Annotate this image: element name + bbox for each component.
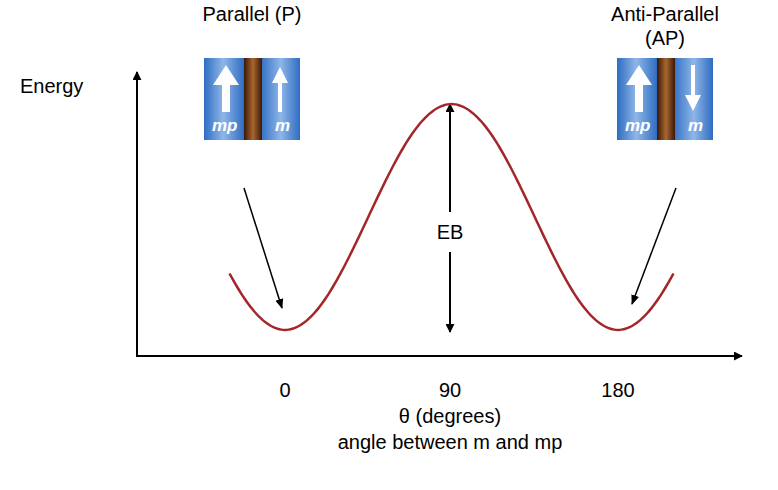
axis-title: θ (degrees) bbox=[399, 404, 501, 428]
magnet-state: Anti-Parallel (AP) mp m bbox=[590, 2, 740, 142]
moment-label: mp bbox=[625, 116, 651, 136]
barrier-arrow bbox=[449, 104, 451, 212]
y-axis bbox=[136, 72, 138, 356]
barrier-label: EB bbox=[434, 220, 467, 244]
state-heading: Parallel (P) bbox=[177, 2, 327, 26]
tick-label: 0 bbox=[279, 378, 290, 402]
leader-arrow bbox=[244, 188, 282, 308]
moment-label: mp bbox=[212, 116, 238, 136]
tick-label: 90 bbox=[439, 378, 461, 402]
x-axis bbox=[136, 355, 742, 357]
magnet-state: Parallel (P) mp m bbox=[177, 2, 327, 142]
moment-label: m bbox=[688, 116, 703, 136]
leader-arrow bbox=[632, 188, 676, 304]
barrier-arrow bbox=[449, 252, 451, 332]
tick-label: 180 bbox=[601, 378, 634, 402]
moment-label: m bbox=[275, 116, 290, 136]
state-heading: Anti-Parallel (AP) bbox=[590, 2, 740, 50]
axis-title: Energy bbox=[20, 74, 83, 98]
axis-title: angle between m and mp bbox=[338, 430, 563, 454]
